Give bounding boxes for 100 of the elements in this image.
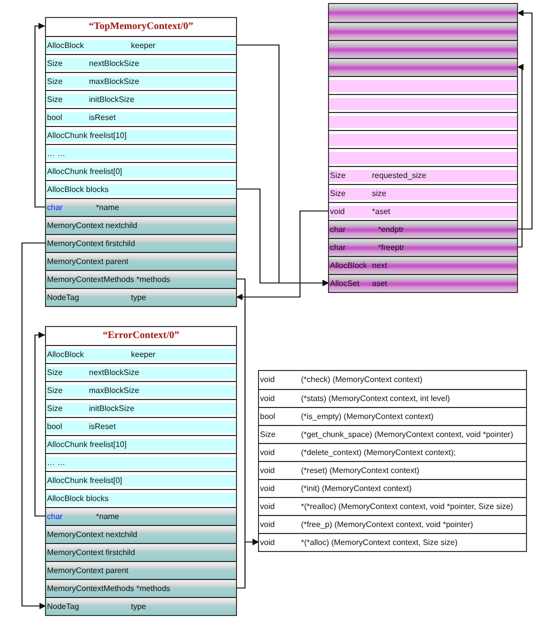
field-text: MemoryContext nextchild [47,530,138,540]
field-name: requested_size [372,171,426,181]
field-type: NodeTag [47,293,80,303]
table-row [329,202,517,220]
table-row [46,270,236,288]
field-text: MemoryContext parent [47,566,128,576]
table-row [46,543,236,561]
field-type: NodeTag [47,602,80,612]
table-row [46,507,236,525]
field-name: (*stats) (MemoryContext context, int level) [301,394,450,404]
memory-row [329,4,517,22]
table-row [46,90,236,108]
table-row [46,198,236,216]
field-name: keeper [131,350,156,360]
struct-table [45,326,237,616]
field-name: blocks [86,185,109,195]
field-name: *(*realloc) (MemoryContext context, void *pointer, Size size) [301,502,514,512]
table-row [46,234,236,252]
field-name: *(*alloc) (MemoryContext context, Size size) [301,538,458,548]
field-type: bool [47,422,62,432]
arrow [34,22,46,208]
field-name: (*init) (MemoryContext context) [301,484,412,494]
table-row [46,525,236,543]
field-name: blocks [86,494,109,504]
field-name: (*is_empty) (MemoryContext context) [301,412,434,422]
field-text: MemoryContext nextchild [47,221,138,231]
field-name: maxBlockSize [89,386,140,396]
table-row [46,417,236,435]
table-row [46,180,236,198]
memory-block [328,3,518,293]
memory-row [329,112,517,130]
table-row [46,363,236,381]
field-name: maxBlockSize [89,77,140,87]
field-type: Size [47,386,63,396]
field-type: Size [47,59,63,69]
field-type: char [47,512,63,522]
field-text: MemoryContext firstchild [47,548,136,558]
field-type: char [330,243,346,253]
arrow [236,210,329,300]
memory-row [329,76,517,94]
field-name: isReset [89,422,116,432]
field-type: bool [47,113,62,123]
table-row [46,489,236,507]
field-type: void [260,466,275,476]
field-type: AllocBlock [47,185,84,195]
field-name: *name [96,512,120,522]
memory-row [329,94,517,112]
field-name: next [372,261,388,271]
field-text: MemoryContext firstchild [47,239,136,249]
field-name: keeper [131,41,156,51]
field-name: nextBlockSize [89,368,140,378]
field-type: Size [330,171,346,181]
field-type: void [260,375,275,385]
table-row [329,166,517,184]
field-type: Size [330,189,346,199]
field-name: (*free_p) (MemoryContext context, void *pointer) [301,520,474,530]
field-name: type [131,602,146,612]
table-title: “TopMemoryContext/0” [88,21,194,33]
field-type: void [260,520,275,530]
field-name: initBlockSize [89,404,134,414]
field-text: … … [47,458,66,468]
arrow [21,242,46,610]
field-name: initBlockSize [89,95,134,105]
field-type: void [260,394,275,404]
field-text: MemoryContextMethods *methods [47,275,170,285]
table-row [46,561,236,579]
table-row [329,274,517,292]
field-type: void [260,502,275,512]
memory-row [329,40,517,58]
field-type: Size [47,368,63,378]
arrow [236,188,329,286]
table-row [46,162,236,180]
table-row [46,597,236,615]
table-row [46,54,236,72]
field-text: … … [47,149,66,159]
table-row [46,579,236,597]
field-type: AllocSet [330,279,360,289]
memory-row [329,130,517,148]
field-type: AllocBlock [47,350,84,360]
table-row [46,399,236,417]
table-row [46,471,236,489]
field-name: size [372,189,386,199]
field-type: void [260,538,275,548]
table-row [46,126,236,144]
field-type: void [260,448,275,458]
arrow [517,10,533,230]
table-row [329,238,517,256]
field-text: MemoryContext parent [47,257,128,267]
field-name: (*check) (MemoryContext context) [301,375,422,385]
field-name: (*delete_context) (MemoryContext context); [301,448,456,458]
field-text: AllocChunk freelist[0] [47,167,122,177]
table-row [46,435,236,453]
field-type: bool [260,412,276,422]
table-row [46,381,236,399]
field-type: Size [47,404,63,414]
field-text: AllocChunk freelist[10] [47,131,127,141]
memory-block [258,370,527,552]
memory-row [329,148,517,166]
arrow [517,64,524,248]
field-name: type [131,293,146,303]
